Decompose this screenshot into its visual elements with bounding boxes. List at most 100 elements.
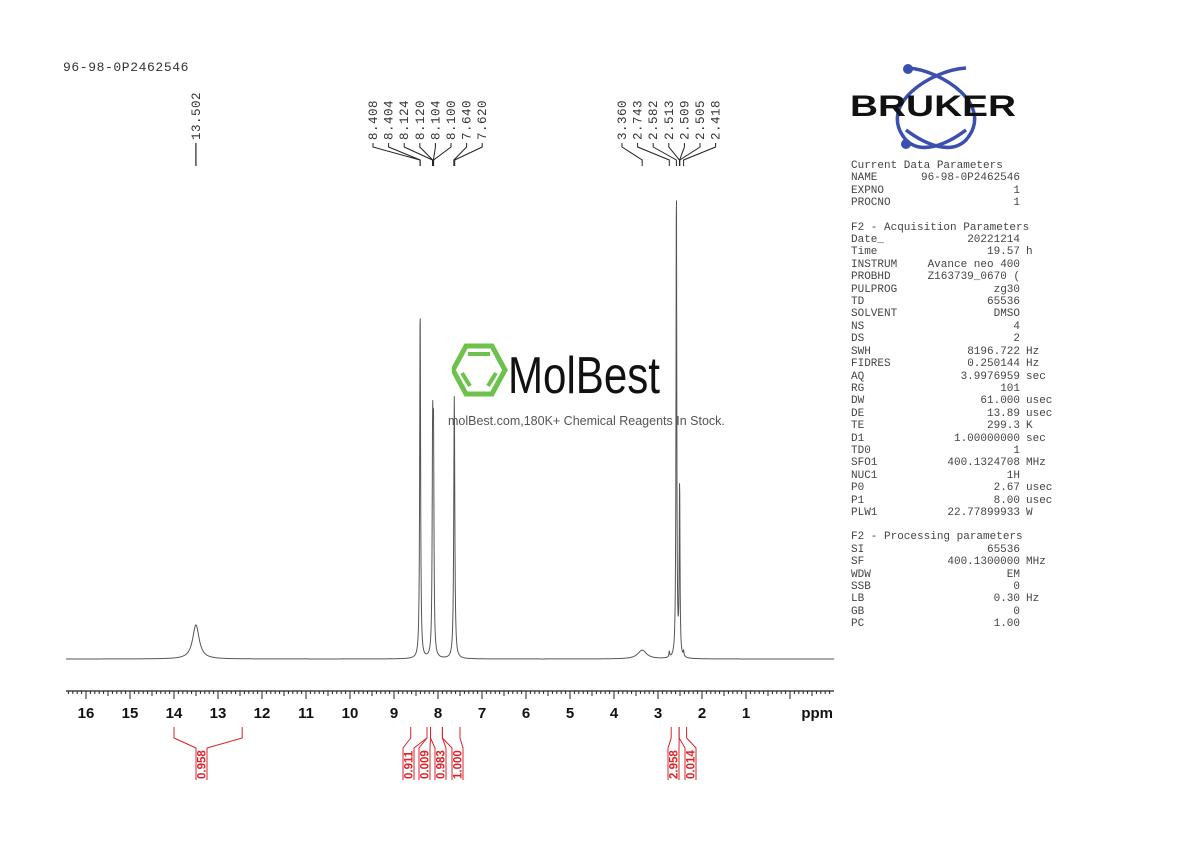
param-key: PC: [851, 618, 865, 631]
param-row-ssb: SSB 0: [851, 581, 1052, 593]
param-row-d1: D1 1.00000000 sec: [851, 433, 1052, 445]
param-unit: [1020, 197, 1026, 209]
x-tick-label: 11: [298, 705, 314, 722]
param-unit: MHz: [1026, 457, 1046, 470]
param-unit: usec: [1026, 395, 1053, 408]
param-val: 1: [1013, 184, 1020, 197]
peak-label: 2.418: [710, 100, 724, 140]
param-key: SSB: [851, 581, 871, 593]
integral-value: 1.000: [453, 750, 465, 779]
param-key: LB: [851, 593, 865, 606]
param-key: DE: [851, 407, 865, 420]
param-unit: sec: [1026, 370, 1046, 383]
param-key: INSTRUM: [851, 258, 898, 271]
param-key: EXPNO: [851, 184, 885, 197]
sample-title: 96-98-0P2462546: [63, 60, 190, 75]
param-key: DW: [851, 395, 865, 408]
param-key: D1: [851, 432, 865, 445]
param-val: 0: [1013, 581, 1020, 593]
param-unit: [1020, 321, 1026, 333]
molbest-watermark-logo: MolBest: [450, 343, 667, 405]
param-val: Z163739_0670 (: [927, 271, 1020, 284]
x-tick-label: 2: [698, 705, 706, 722]
acquisition-parameters: F2 - Acquisition Parameters Date_2022121…: [851, 222, 1052, 520]
section-title: F2 - Processing parameters: [851, 531, 1023, 544]
x-tick-label: 9: [390, 705, 398, 722]
param-unit: sec: [1026, 432, 1046, 445]
param-key: GB: [851, 605, 865, 618]
param-val: 20221214: [967, 234, 1020, 247]
integral-value: 2.958: [669, 750, 681, 779]
param-key: NS: [851, 320, 865, 333]
param-val: 1.00: [993, 618, 1020, 631]
integral-value: 0.009: [420, 750, 432, 779]
param-val: 3.9976959: [960, 370, 1020, 383]
param-val: 1: [1013, 197, 1020, 210]
benzene-ring-icon: [450, 343, 508, 397]
x-tick-label: 3: [654, 705, 662, 722]
param-val: 65536: [986, 543, 1020, 556]
param-unit: [1020, 333, 1026, 345]
x-tick-label: 16: [78, 705, 95, 722]
param-val: 0.250144: [967, 358, 1020, 371]
x-tick-label: 15: [122, 705, 139, 722]
param-val: 1.00000000: [953, 432, 1020, 445]
param-unit: [1020, 383, 1026, 395]
param-val: 101: [1000, 382, 1020, 395]
param-val: zg30: [993, 283, 1020, 296]
x-tick-label: 1: [742, 705, 750, 722]
peak-label: 8.100: [445, 100, 459, 140]
param-val: DMSO: [993, 308, 1020, 321]
peak-label: 8.408: [367, 100, 381, 140]
section-title: F2 - Acquisition Parameters: [851, 221, 1030, 234]
param-key: PULPROG: [851, 283, 898, 296]
param-unit: [1020, 185, 1026, 197]
param-unit: MHz: [1026, 556, 1046, 569]
integral-marker: 1.000: [441, 727, 465, 780]
param-unit: [1020, 606, 1026, 618]
param-row-expno: EXPNO 1: [851, 185, 1052, 197]
param-unit: [1020, 569, 1026, 581]
x-tick-label: 4: [610, 705, 619, 722]
x-tick-label: 8: [434, 705, 442, 722]
param-key: SFO1: [851, 457, 878, 470]
param-unit: usec: [1026, 407, 1053, 420]
param-key: P1: [851, 494, 865, 507]
peak-label: 2.505: [694, 100, 708, 140]
param-unit: K: [1026, 420, 1033, 433]
param-unit: Hz: [1026, 345, 1040, 358]
param-val: 8196.722: [967, 345, 1020, 358]
molbest-tagline: molBest.com,180K+ Chemical Reagents In S…: [448, 414, 725, 428]
param-val: 400.1324708: [947, 457, 1020, 470]
peak-label: 7.620: [476, 100, 490, 140]
peak-label: 3.360: [616, 100, 630, 140]
param-val: 2.67: [993, 482, 1020, 495]
param-val: 1H: [1006, 469, 1020, 482]
param-val: 13.89: [986, 407, 1020, 420]
bruker-logo: BRUKER: [846, 60, 1021, 155]
param-val: 22.77899933: [947, 506, 1020, 519]
param-row-de: DE 13.89 usec: [851, 408, 1052, 420]
peak-label: 8.124: [398, 100, 412, 140]
param-key: PLW1: [851, 506, 878, 519]
peak-label: 2.513: [663, 100, 677, 140]
param-key: P0: [851, 482, 865, 495]
param-unit: Hz: [1026, 593, 1040, 606]
peak-label: 8.404: [383, 100, 397, 140]
param-key: Time: [851, 246, 878, 259]
